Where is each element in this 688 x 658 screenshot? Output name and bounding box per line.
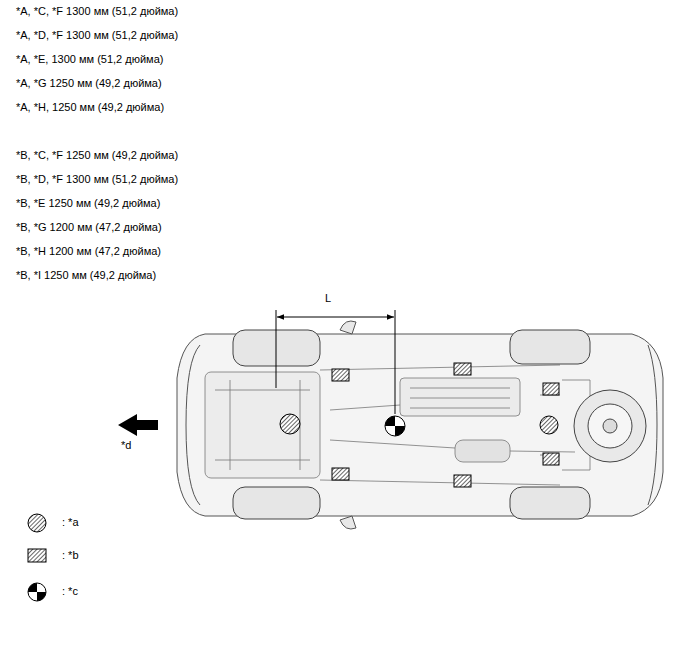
specification-line: *A, *D, *F 1300 мм (51,2 дюйма): [16, 29, 178, 42]
specification-line: *A, *E, 1300 мм (51,2 дюйма): [16, 53, 163, 66]
specification-line: *B, *G 1200 мм (47,2 дюйма): [16, 221, 162, 234]
jack-point: [280, 414, 558, 434]
front-direction-arrow: [118, 414, 158, 436]
legend-swatch: [28, 549, 46, 562]
specification-line: *A, *H, 1250 мм (49,2 дюйма): [16, 101, 164, 114]
specification-line: *A, *C, *F 1300 мм (51,2 дюйма): [16, 5, 178, 18]
spare-tire: [574, 390, 646, 462]
center-of-gravity: [385, 416, 405, 436]
specification-line: *B, *D, *F 1300 мм (51,2 дюйма): [16, 173, 178, 186]
legend-label: : *c: [62, 585, 78, 598]
legend-swatch: [28, 583, 46, 601]
specification-line: *B, *I 1250 мм (49,2 дюйма): [16, 269, 156, 282]
dimension-line: [276, 310, 395, 414]
callout-label: *d: [121, 439, 131, 452]
specification-line: *A, *G 1250 мм (49,2 дюйма): [16, 77, 162, 90]
car-body: [177, 321, 663, 529]
legend-label: : *a: [62, 516, 79, 529]
specification-line: *B, *C, *F 1250 мм (49,2 дюйма): [16, 149, 178, 162]
chassis-detail: [205, 365, 590, 485]
legend-swatch: [28, 514, 46, 532]
legend-label: : *b: [62, 549, 79, 562]
dimension-label: L: [325, 292, 331, 305]
lift-pad-point: [332, 363, 559, 487]
specification-line: *B, *H 1200 мм (47,2 дюйма): [16, 245, 161, 258]
specification-line: *B, *E 1250 мм (49,2 дюйма): [16, 197, 160, 210]
wheel: [233, 330, 590, 519]
